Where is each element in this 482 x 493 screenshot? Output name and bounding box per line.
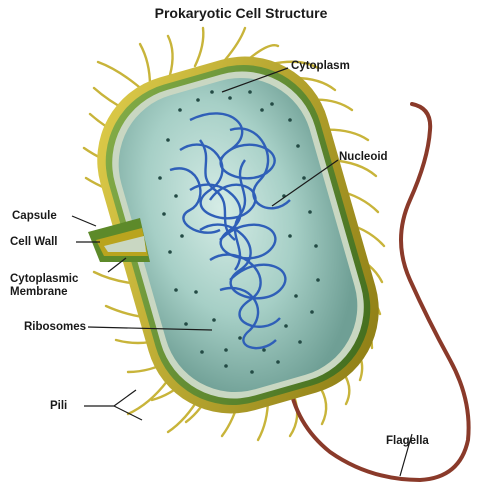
pilus	[140, 44, 150, 86]
label-pili: Pili	[50, 400, 67, 413]
pilus	[225, 28, 245, 60]
pilus	[168, 36, 173, 75]
layer-cutaway	[88, 218, 150, 262]
label-cytoplasmic-membrane-line1: Cytoplasmic	[10, 273, 78, 286]
leader-capsule	[72, 216, 96, 226]
label-capsule: Capsule	[12, 210, 57, 223]
label-nucleoid: Nucleoid	[339, 151, 388, 164]
label-flagella: Flagella	[386, 435, 429, 448]
pilus	[250, 45, 278, 58]
label-cell-wall: Cell Wall	[10, 236, 58, 249]
pilus	[195, 28, 203, 66]
label-cytoplasmic-membrane-line2: Membrane	[10, 286, 78, 299]
leader-pili	[84, 390, 136, 406]
diagram-title: Prokaryotic Cell Structure	[0, 5, 482, 21]
label-cytoplasmic-membrane: Cytoplasmic Membrane	[10, 273, 78, 299]
label-cytoplasm: Cytoplasm	[291, 60, 350, 73]
label-ribosomes: Ribosomes	[24, 321, 86, 334]
